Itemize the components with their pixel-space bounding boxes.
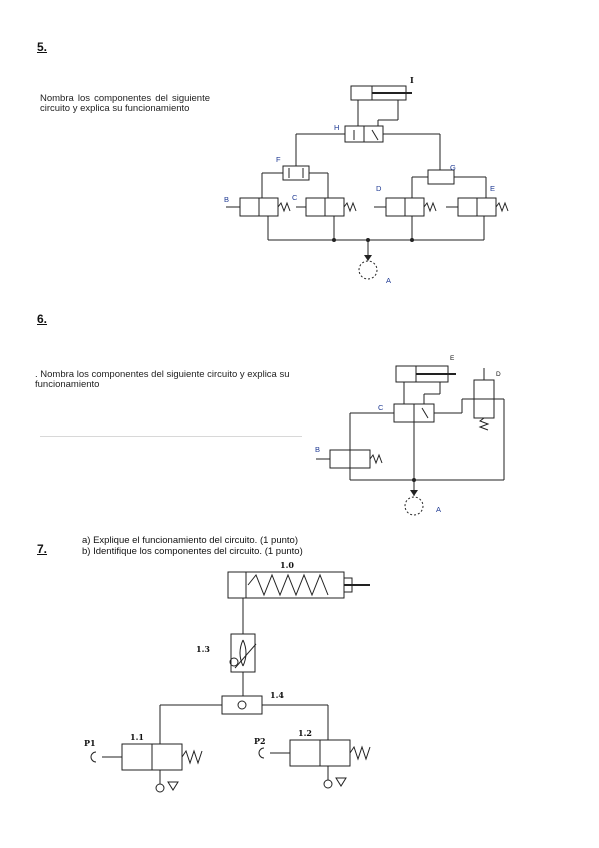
label-a6: A xyxy=(436,505,441,514)
question-7-line-b: b) Identifique los componentes del circu… xyxy=(82,546,303,557)
label-1-0: 1.0 xyxy=(280,560,294,570)
question-5-text: Nombra los componentes del siguiente cir… xyxy=(40,93,210,114)
question-7-line-a: a) Explique el funcionamiento del circui… xyxy=(82,535,298,546)
label-1-3: 1.3 xyxy=(196,644,210,654)
label-e6: E xyxy=(450,355,455,362)
label-a: A xyxy=(386,276,391,285)
label-b6: B xyxy=(315,445,320,454)
label-e: E xyxy=(490,184,495,193)
label-c: C xyxy=(292,193,298,202)
label-i: I xyxy=(410,75,414,85)
source-a xyxy=(358,260,378,280)
label-c6: C xyxy=(378,403,384,412)
label-f: F xyxy=(276,155,281,164)
question-6-text: . Nombra los componentes del siguiente c… xyxy=(35,369,290,390)
label-b: B xyxy=(224,195,229,204)
label-1-4: 1.4 xyxy=(270,690,284,700)
question-5-number: 5. xyxy=(37,40,48,54)
question-6-number: 6. xyxy=(37,312,48,326)
label-h: H xyxy=(334,123,339,132)
label-p1: P1 xyxy=(84,738,96,748)
label-1-2: 1.2 xyxy=(298,728,312,738)
label-1-1: 1.1 xyxy=(130,732,144,742)
answer-line xyxy=(40,436,302,437)
label-d: D xyxy=(376,184,382,193)
label-g: G xyxy=(450,163,456,172)
question-7-number: 7. xyxy=(37,542,48,556)
label-d6: D xyxy=(496,371,501,378)
label-p2: P2 xyxy=(254,736,266,746)
